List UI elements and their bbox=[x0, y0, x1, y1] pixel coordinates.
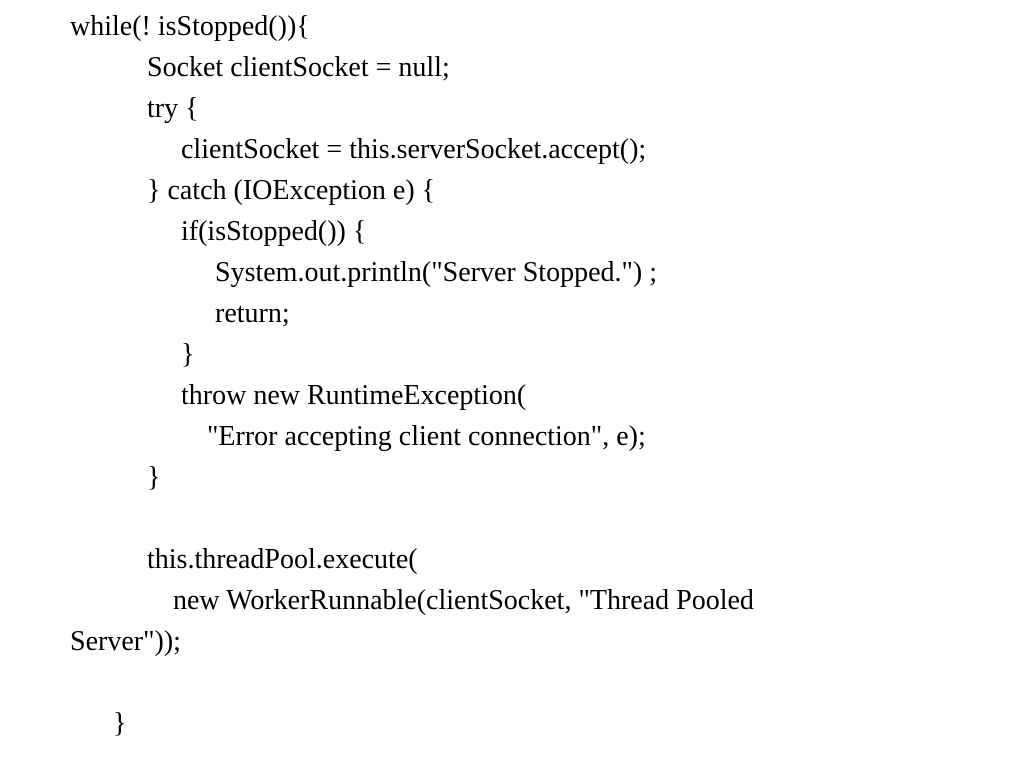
code-line: Server")); bbox=[70, 626, 181, 657]
code-line: "Error accepting client connection", e); bbox=[207, 421, 646, 452]
code-line: try { bbox=[147, 93, 199, 124]
code-line: new WorkerRunnable(clientSocket, "Thread… bbox=[173, 585, 754, 616]
code-line: return; bbox=[215, 298, 290, 329]
code-line: if(isStopped()) { bbox=[181, 216, 367, 247]
code-line: Socket clientSocket = null; bbox=[147, 52, 450, 83]
code-line: } catch (IOException e) { bbox=[147, 175, 436, 206]
code-line: while(! isStopped()){ bbox=[70, 11, 310, 42]
code-line: } bbox=[147, 462, 161, 493]
code-line: } bbox=[113, 708, 127, 739]
code-line: this.threadPool.execute( bbox=[147, 544, 418, 575]
code-line: } bbox=[181, 339, 195, 370]
code-line: clientSocket = this.serverSocket.accept(… bbox=[181, 134, 647, 165]
code-line: System.out.println("Server Stopped.") ; bbox=[215, 257, 658, 288]
code-line: throw new RuntimeException( bbox=[181, 380, 527, 411]
